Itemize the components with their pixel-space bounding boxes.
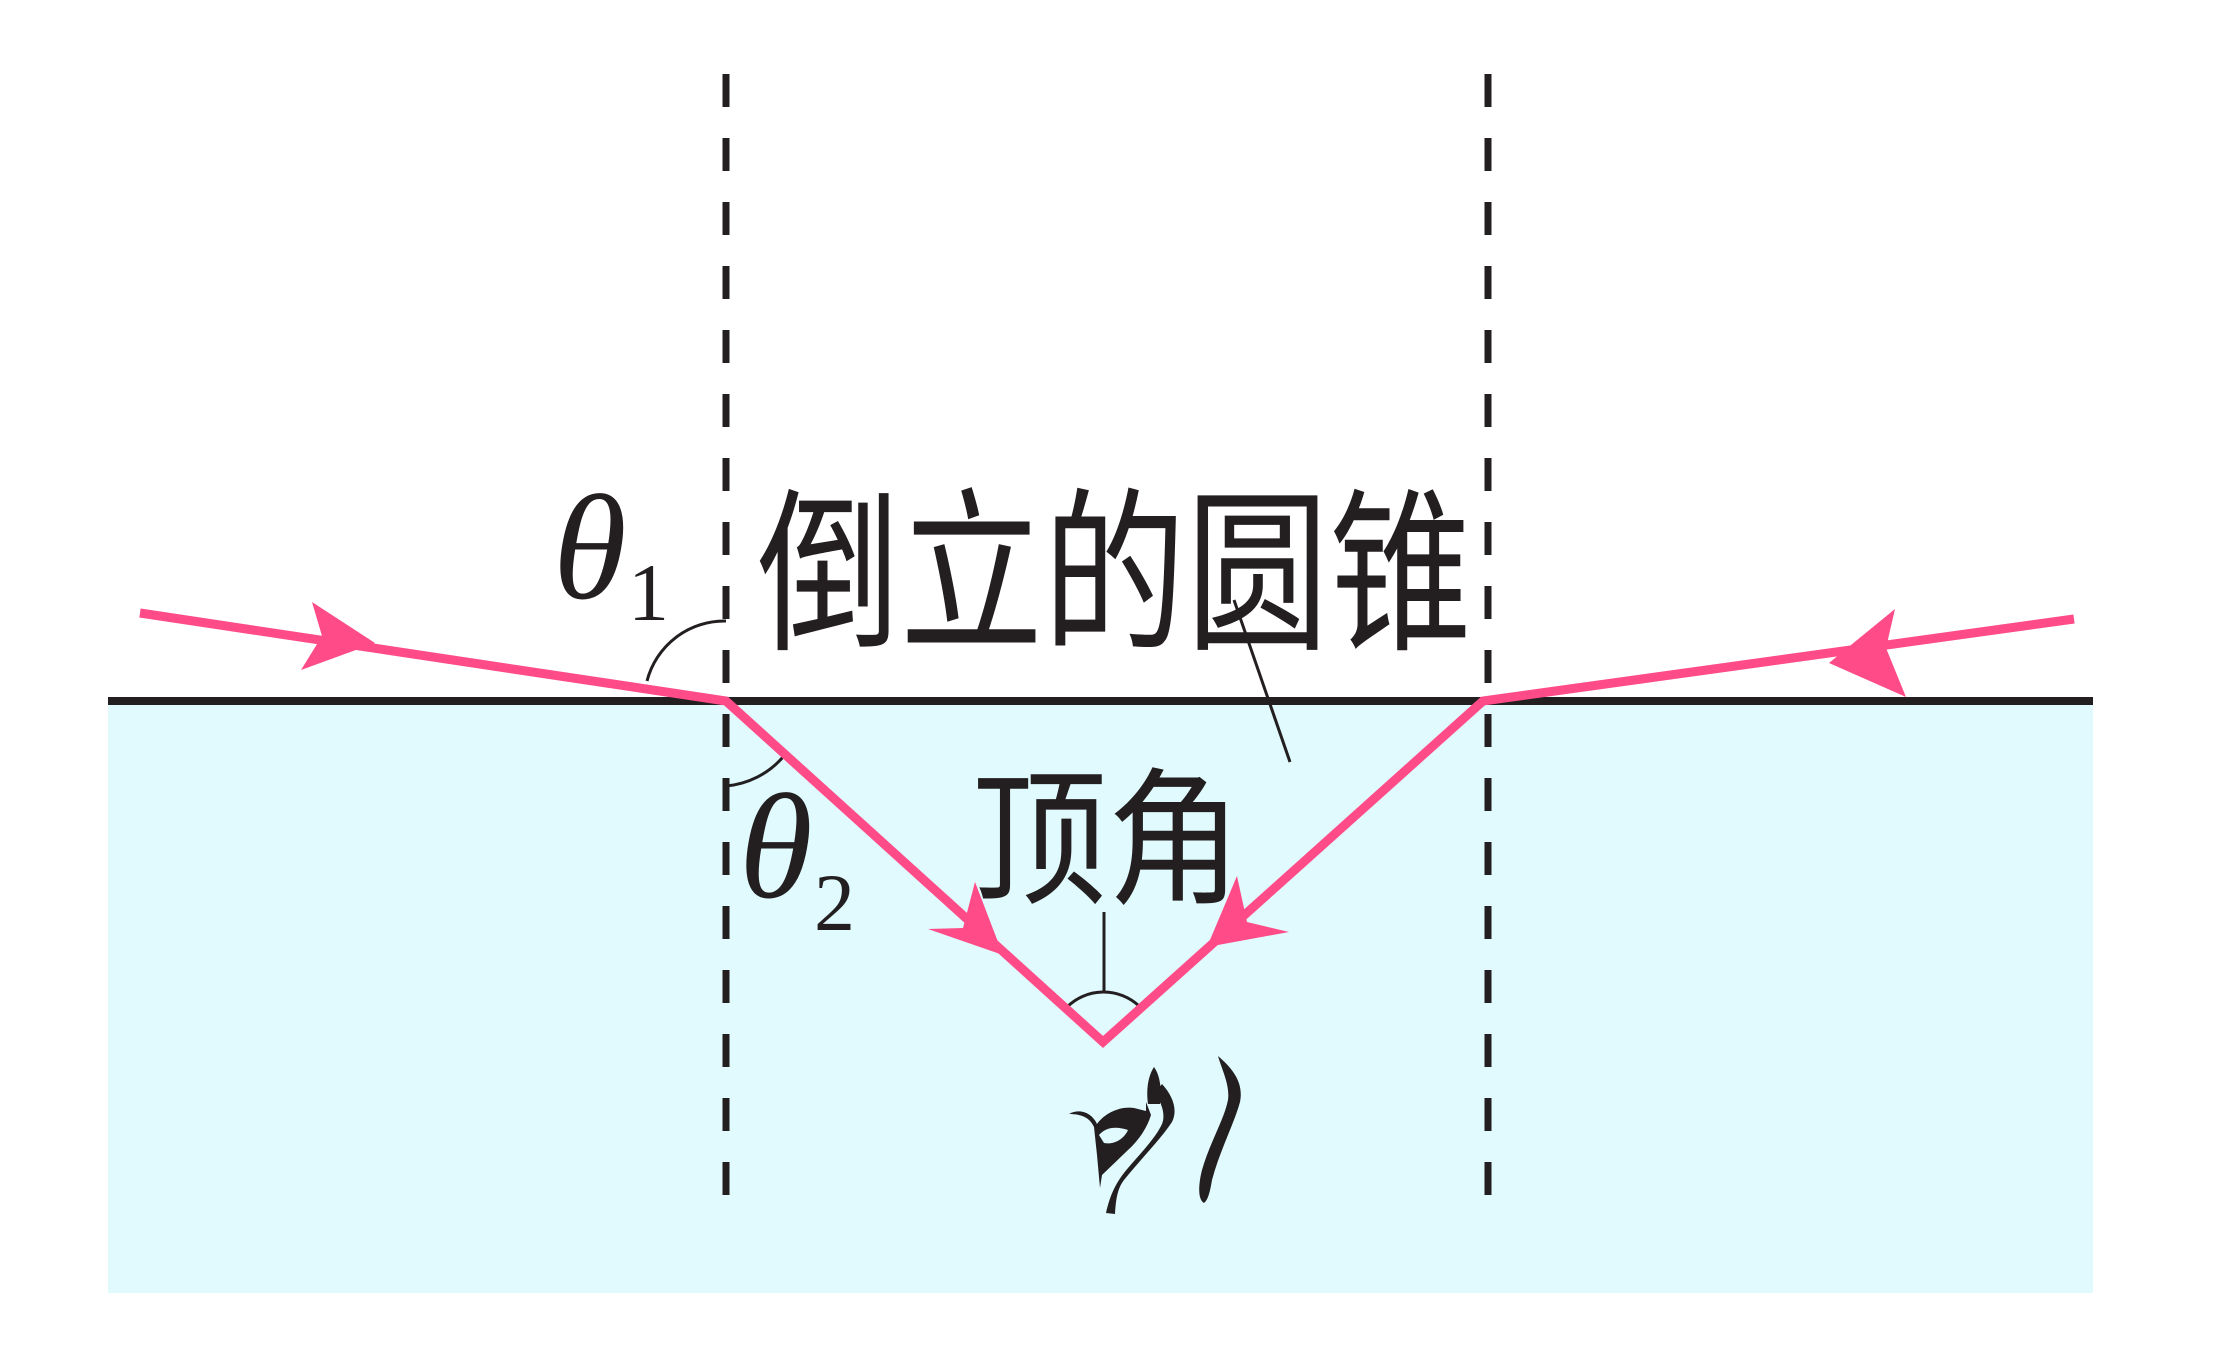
left-refracted-arrowhead bbox=[928, 882, 1003, 955]
cone-label-pointer bbox=[1232, 599, 1292, 763]
apex-angle-label: 顶角 bbox=[972, 755, 1242, 927]
eye-icon bbox=[1069, 1056, 1241, 1214]
theta2-symbol: θ bbox=[739, 764, 813, 930]
right-refracted-arrowhead bbox=[1207, 876, 1289, 947]
left-ray-path bbox=[139, 608, 2075, 1049]
theta1-symbol: θ bbox=[553, 465, 627, 631]
left-incident-arrowhead bbox=[301, 602, 375, 670]
cone-label: 倒立的圆锥 bbox=[757, 473, 1472, 678]
theta2-subscript: 2 bbox=[814, 857, 855, 948]
theta1-subscript: 1 bbox=[628, 547, 669, 638]
right-incident-arrowhead bbox=[1829, 609, 1906, 697]
arrowheads bbox=[301, 602, 1906, 955]
water-region bbox=[108, 704, 2093, 1293]
theta2-arc bbox=[725, 756, 785, 788]
rays bbox=[139, 608, 2075, 1049]
theta1-arc bbox=[645, 619, 727, 682]
